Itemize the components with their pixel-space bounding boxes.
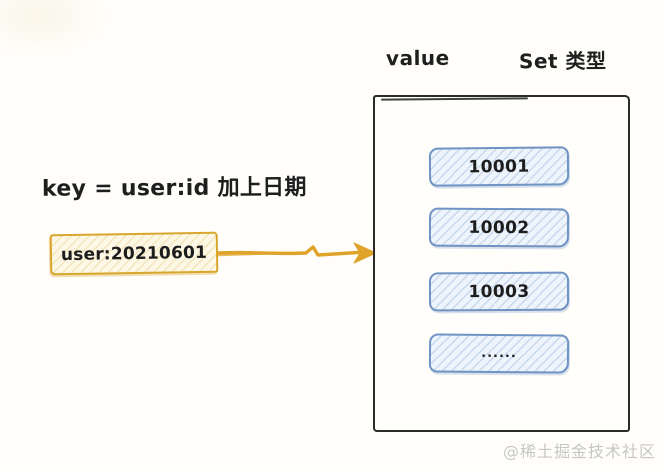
- set-member-box: 10001: [428, 146, 570, 187]
- set-member-value: 10001: [468, 156, 530, 177]
- set-member-box: ......: [428, 333, 570, 374]
- arrow-icon: [216, 242, 377, 264]
- set-member-box: 10002: [428, 207, 570, 248]
- watermark-text: @稀土掘金技术社区: [502, 442, 656, 461]
- set-member-ellipsis: ......: [481, 345, 517, 362]
- set-member-box: 10003: [428, 271, 570, 312]
- key-node: user:20210601: [49, 231, 219, 276]
- key-annotation-text: key = user:id 加上日期: [41, 175, 307, 202]
- set-member-value: 10003: [468, 281, 530, 302]
- set-member-value: 10002: [468, 217, 530, 238]
- set-container: 10001 10002 10003 ......: [373, 95, 630, 432]
- value-column-label: value: [385, 45, 450, 71]
- set-type-label: Set 类型: [518, 48, 607, 74]
- key-node-label: user:20210601: [60, 242, 208, 265]
- corner-smudge: [0, 0, 110, 58]
